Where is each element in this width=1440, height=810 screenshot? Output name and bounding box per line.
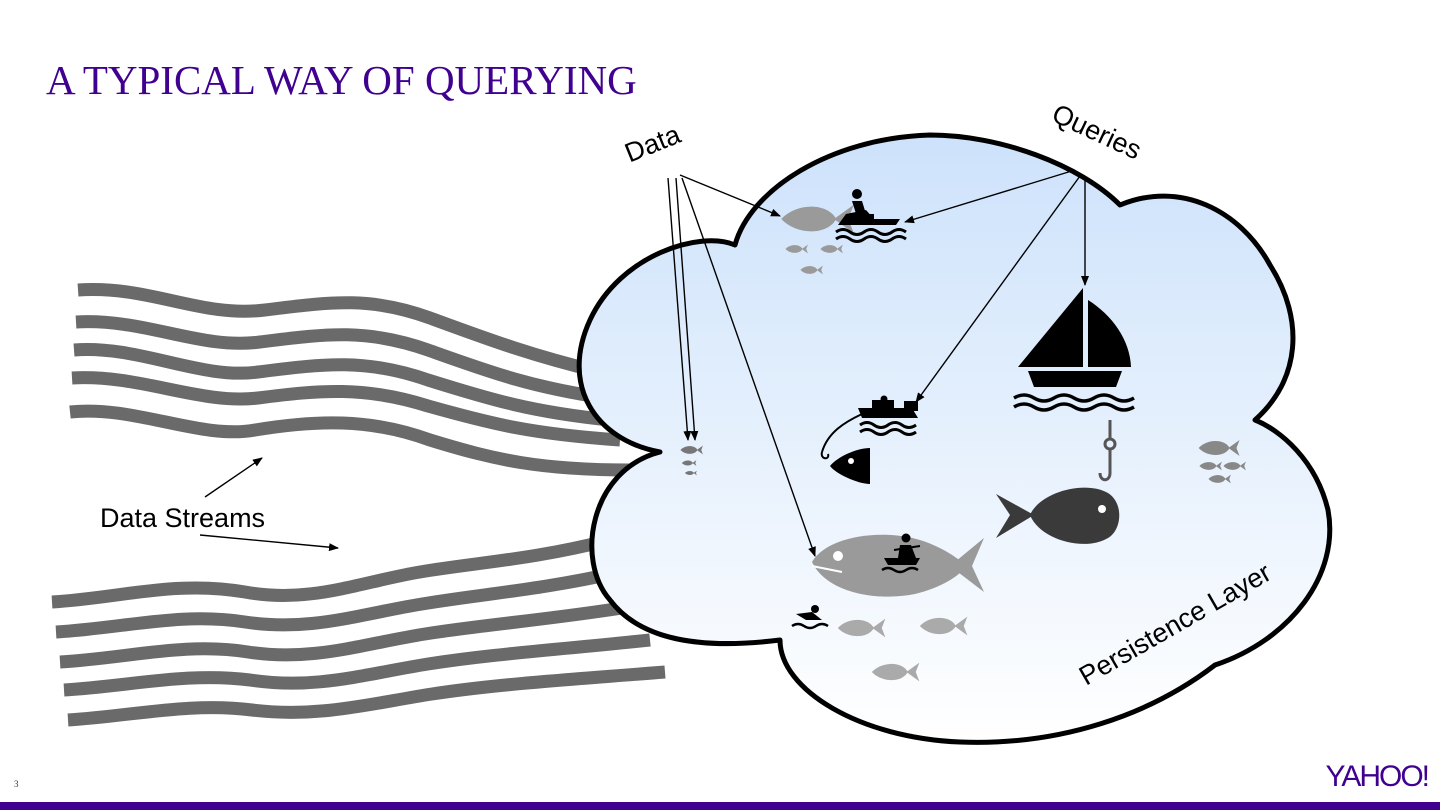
data-arrow [679, 174, 781, 217]
big-light-fish-icon [811, 534, 984, 597]
fish-head-icon [830, 448, 870, 484]
data-arrows [667, 174, 816, 557]
fishing-hook-icon [1098, 420, 1117, 482]
rowboat-icon [881, 533, 921, 574]
stream-label-arrows [199, 457, 339, 552]
stream-band [63, 633, 651, 697]
data-arrow [675, 177, 699, 441]
stream-band [55, 565, 622, 639]
stream-band [69, 404, 631, 477]
page-number: 3 [14, 779, 19, 789]
query-arrows [904, 169, 1089, 403]
persistence-layer-cloud [576, 132, 1333, 745]
data-label: Data [621, 119, 686, 169]
slide-title: A TYPICAL WAY OF QUERYING [46, 57, 637, 103]
data-streams [51, 282, 666, 727]
sailboat-icon [1013, 288, 1135, 412]
stream-band [59, 599, 637, 669]
query-arrow [904, 169, 1076, 224]
data-arrow [667, 177, 692, 441]
queries-label: Queries [1048, 98, 1146, 165]
query-arrow [915, 175, 1081, 403]
motorboat-icon [820, 395, 918, 460]
stream-arrow [204, 457, 263, 498]
stream-arrow [199, 534, 339, 552]
stream-band [75, 315, 606, 405]
swimmer-icon [791, 605, 829, 630]
stream-band [67, 665, 666, 727]
data-streams-label: Data Streams [100, 503, 265, 533]
jet-ski-icon [835, 189, 907, 243]
stream-band [51, 533, 612, 609]
stream-band [73, 343, 611, 427]
footer-bar [0, 802, 1440, 810]
dark-fish-icon [996, 487, 1120, 544]
yahoo-logo: YAHOO! [1325, 760, 1430, 793]
stream-band [71, 371, 621, 447]
stream-band [77, 282, 602, 379]
data-arrow [681, 177, 816, 557]
